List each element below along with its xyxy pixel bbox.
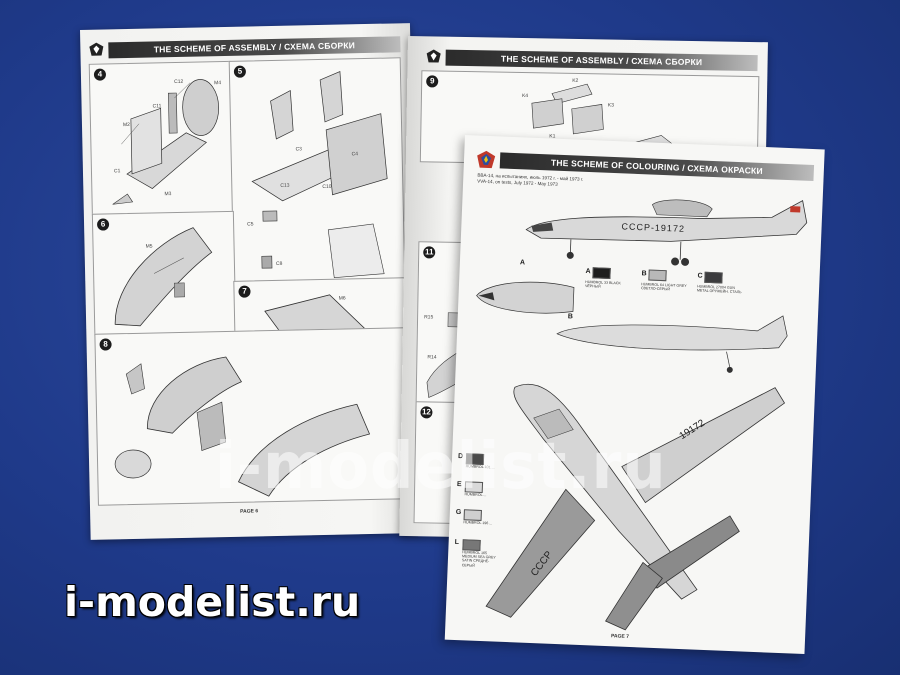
view-label-a: A [519, 259, 526, 267]
part-label: C11 [152, 103, 162, 110]
part-label: C10 [322, 183, 332, 190]
nose-detail-a [476, 281, 575, 314]
part-label: R15 [424, 314, 434, 321]
kit-logo-icon [89, 42, 104, 56]
part-label: C8 [275, 260, 283, 267]
part-label: M6 [338, 295, 346, 302]
watermark-center: i-modelist.ru [215, 430, 667, 504]
aircraft-top-view [485, 383, 786, 631]
assembly-drawing-nose [114, 227, 213, 327]
paint-name: HUMBROL 165 MEDIUM SEA GREY SATIN СРЕДНЕ… [461, 550, 496, 568]
step-number: 12 [420, 406, 433, 419]
paint-swatch-c [704, 271, 723, 284]
part-label: M2 [122, 121, 131, 129]
assembly-drawing-cockpit [112, 79, 220, 205]
part-label: M4 [214, 80, 222, 87]
booklet-left-page: THE SCHEME OF ASSEMBLY / СХЕМА СБОРКИ 4 … [80, 23, 421, 540]
paint-name: HUMBROL 33 BLACK ЧЁРНЫЙ [584, 279, 621, 289]
assembly-panel-4: 4 C12 M4 C11 M2 M3 C1 [88, 60, 234, 216]
colouring-sheet: THE SCHEME OF COLOURING / СХЕМА ОКРАСКИ … [444, 135, 825, 655]
page-number: PAGE 6 [240, 508, 259, 515]
assembly-panel-6: 6 M5 [91, 210, 237, 336]
part-label: C3 [295, 146, 303, 153]
assembly-drawing-cockpit-closing [114, 356, 371, 497]
paint-letter: L [454, 538, 460, 547]
kit-logo-icon [426, 49, 441, 63]
part-label: M3 [164, 191, 172, 198]
part-label: C5 [247, 221, 254, 228]
part-label: M5 [145, 243, 153, 250]
paint-letter: C [697, 272, 703, 280]
page-number: PAGE 7 [610, 633, 630, 640]
view-label-b: B [567, 313, 573, 321]
assembly-header-right: THE SCHEME OF ASSEMBLY / СХЕМА СБОРКИ [445, 49, 758, 72]
kit-logo-icon [477, 150, 496, 169]
soviet-flag-icon [790, 206, 801, 213]
assembly-panel-8: 8 [94, 327, 410, 506]
part-label: C13 [280, 182, 290, 189]
paint-swatch-g [463, 509, 482, 521]
aircraft-side-view [525, 199, 808, 266]
fuselage-detail-b [556, 315, 788, 373]
part-label: K4 [521, 92, 529, 100]
assembly-panel-5: 5 C3 C4 C5 C8 C10 C13 [228, 57, 406, 283]
paint-letter: B [641, 270, 647, 278]
part-label: K2 [572, 77, 579, 84]
paint-name: HUMBROL 64 LIGHT GREY СВЕТЛО-СЕРЫЙ [640, 282, 687, 292]
paint-swatch-b [648, 269, 667, 282]
paint-letter: G [455, 508, 462, 517]
paint-name: HUMBROL 27004 GUN METAL ОРУЖЕЙН. СТАЛЬ [696, 284, 742, 295]
paint-letter: A [585, 267, 591, 276]
part-label: C1 [113, 168, 121, 175]
part-label: C4 [351, 151, 359, 158]
assembly-header-left: THE SCHEME OF ASSEMBLY / СХЕМА СБОРКИ [108, 36, 401, 59]
part-label: R14 [427, 354, 437, 361]
watermark-corner: i-modelist.ru [64, 578, 361, 626]
paint-swatch-l [462, 539, 481, 551]
assembly-drawing-seats [251, 71, 388, 279]
paint-swatch-a [592, 267, 611, 279]
part-label: C12 [174, 78, 184, 86]
part-label: K3 [607, 102, 614, 109]
